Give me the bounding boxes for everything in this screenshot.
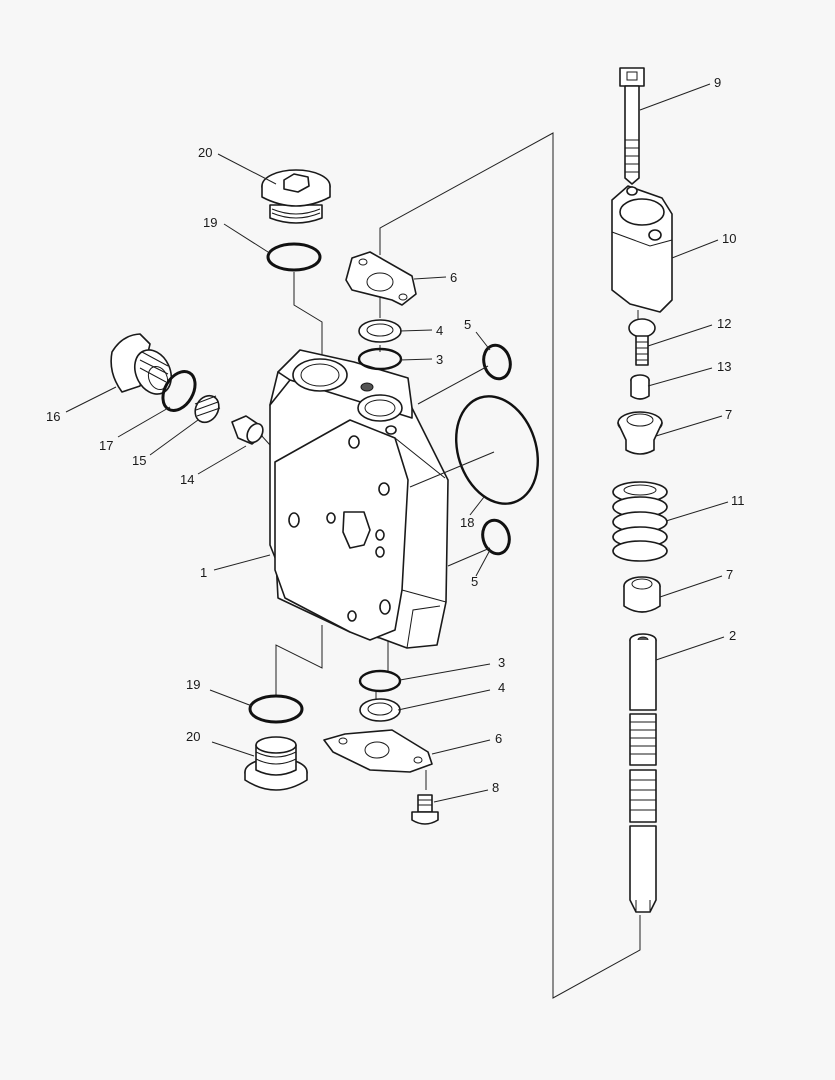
flange-lower	[323, 729, 433, 773]
callout-13: 13	[717, 359, 731, 374]
seal-ring-upper	[357, 347, 403, 371]
callout-7-lower: 7	[726, 567, 733, 582]
o-ring-upper	[266, 242, 322, 272]
spring-seat-lower	[623, 576, 661, 613]
callout-15: 15	[132, 453, 146, 468]
callout-6-lower: 6	[495, 731, 502, 746]
o-ring-side	[161, 370, 197, 412]
callout-12: 12	[717, 316, 731, 331]
cylinder-cap	[611, 185, 673, 313]
flange-upper	[345, 251, 417, 306]
o-ring-small-upper	[482, 343, 512, 381]
callout-19-upper: 19	[203, 215, 217, 230]
callout-19-lower: 19	[186, 677, 200, 692]
callout-14: 14	[180, 472, 194, 487]
plug-lower	[244, 736, 308, 791]
bolt-lower	[411, 794, 439, 825]
callout-9: 9	[714, 75, 721, 90]
callout-2: 2	[729, 628, 736, 643]
callout-labels: 20 19 6 4 3 5 18 5 1 16 17 15 14 3 4 19 …	[46, 75, 745, 795]
plug-upper	[261, 169, 331, 224]
callout-17: 17	[99, 438, 113, 453]
callout-4-upper: 4	[436, 323, 443, 338]
callout-10: 10	[722, 231, 736, 246]
callout-1: 1	[200, 565, 207, 580]
side-spring	[194, 394, 221, 424]
callout-3-lower: 3	[498, 655, 505, 670]
side-pin	[231, 415, 264, 445]
spring-seat-upper	[617, 411, 663, 455]
o-ring-small-lower	[481, 518, 511, 556]
callout-16: 16	[46, 409, 60, 424]
side-plug	[110, 333, 173, 395]
callout-5-upper: 5	[464, 317, 471, 332]
callout-20-lower: 20	[186, 729, 200, 744]
spring	[612, 481, 668, 562]
callout-4-lower: 4	[498, 680, 505, 695]
callout-11: 11	[731, 493, 745, 508]
callout-18: 18	[460, 515, 474, 530]
callout-5-lower: 5	[471, 574, 478, 589]
washer-lower	[359, 698, 401, 722]
callout-6-upper: 6	[450, 270, 457, 285]
callout-3-upper: 3	[436, 352, 443, 367]
leader-lines	[65, 83, 729, 803]
stop-pin	[628, 318, 656, 366]
spacer	[630, 374, 650, 400]
cap-screw	[619, 67, 645, 185]
callout-7-upper: 7	[725, 407, 732, 422]
o-ring-large	[455, 395, 539, 505]
callout-8: 8	[492, 780, 499, 795]
seal-ring-lower	[358, 669, 402, 693]
spool	[629, 633, 657, 913]
valve-body	[269, 349, 449, 649]
washer-upper	[358, 319, 402, 343]
o-ring-lower	[248, 694, 304, 724]
callout-20-upper: 20	[198, 145, 212, 160]
